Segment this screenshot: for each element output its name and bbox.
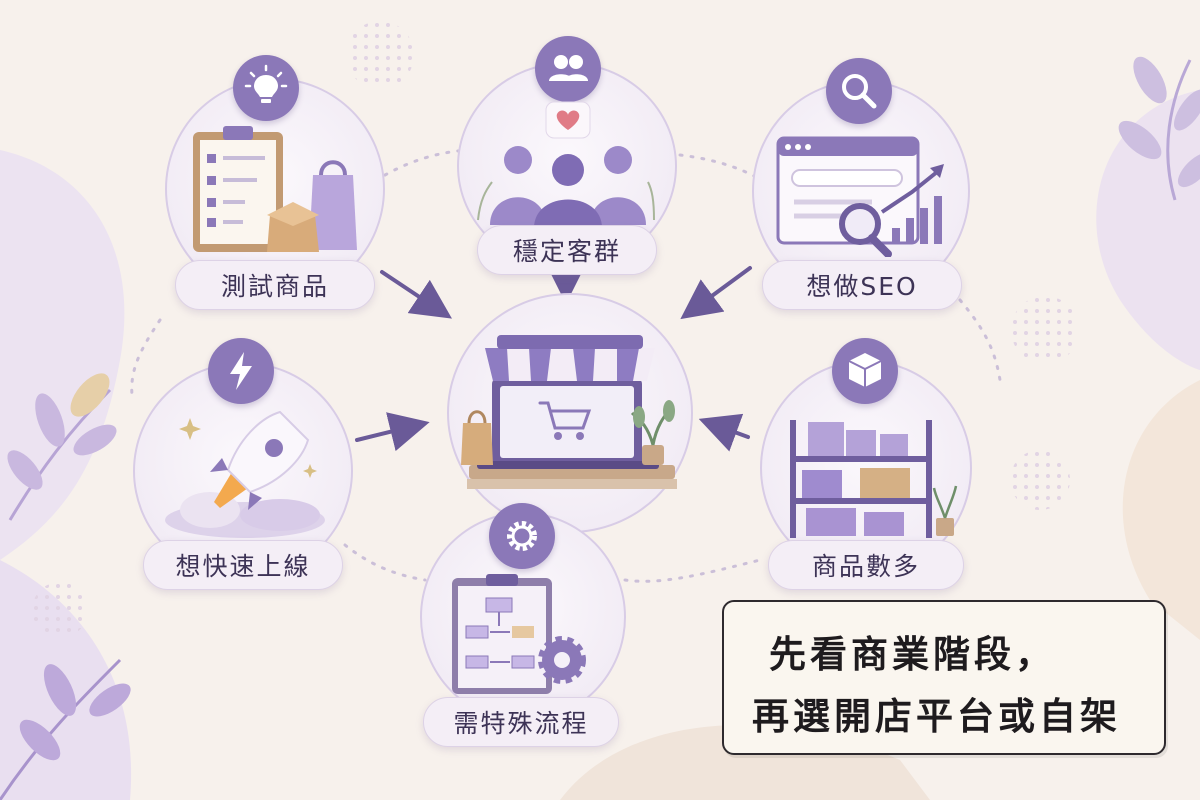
clipboard-box-bag-illustration: [193, 126, 357, 252]
node-label: 想快速上線: [143, 540, 343, 590]
lightbulb-icon: [233, 55, 299, 121]
arrow-want-seo: [680, 266, 752, 320]
process-flow-illustration: [452, 574, 586, 694]
node-label: 穩定客群: [477, 225, 657, 275]
box-icon: [832, 338, 898, 404]
storefront-cart-icon: [461, 335, 677, 489]
arrow-test-product: [380, 270, 452, 319]
node-label: 測試商品: [175, 260, 375, 310]
search-icon: [826, 58, 892, 124]
summary-line-1: 先看商業階段，: [769, 632, 1056, 676]
rocket-illustration: [165, 410, 325, 538]
summary-message-box: 先看商業階段， 再選開店平台或自架: [722, 600, 1166, 755]
node-label: 想做SEO: [762, 260, 962, 310]
people-icon: [535, 36, 601, 102]
node-label: 需特殊流程: [423, 697, 619, 747]
node-label: 商品數多: [768, 540, 964, 590]
lightning-icon: [208, 338, 274, 404]
seo-browser-illustration: [776, 136, 944, 257]
arrow-fast-launch: [355, 412, 430, 452]
arrow-many-products: [698, 413, 750, 452]
customer-group-illustration: [477, 101, 655, 228]
summary-line-2: 再選開店平台或自架: [752, 694, 1121, 738]
warehouse-shelf-illustration: [790, 420, 958, 538]
gear-icon: [489, 503, 555, 569]
